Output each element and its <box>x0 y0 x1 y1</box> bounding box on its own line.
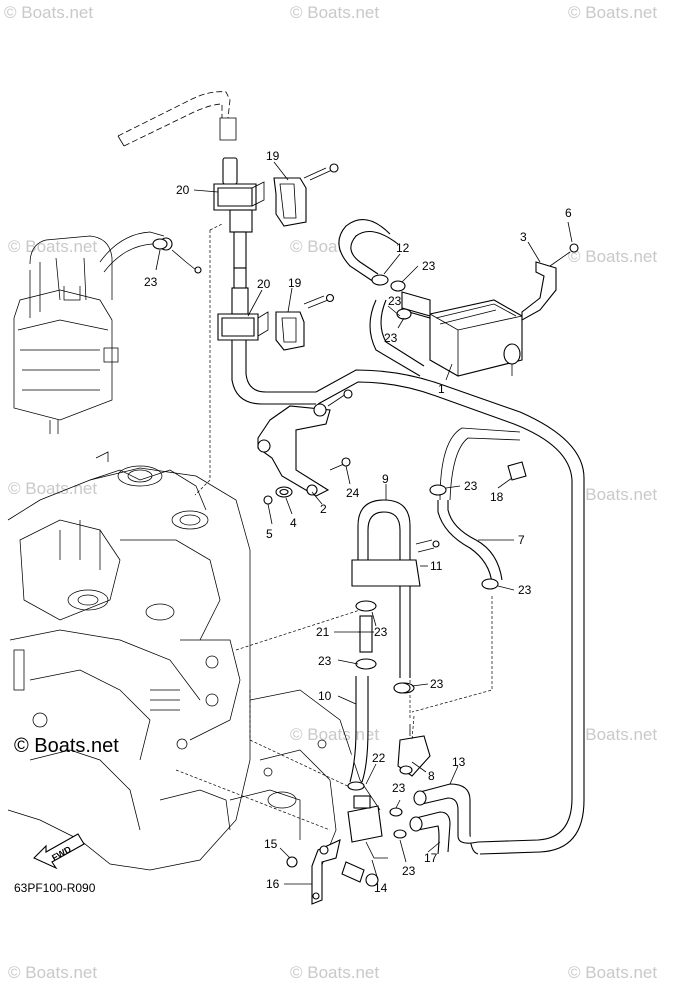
watermarks: © Boats.net © Boats.net © Boats.net © Bo… <box>4 3 657 982</box>
ghost-lines-lower <box>175 609 411 831</box>
vapor-separator <box>13 231 202 434</box>
callout-23: 23 <box>318 654 332 668</box>
watermark: © Boats.net <box>8 479 97 498</box>
watermark: © Boats.net <box>568 963 657 982</box>
callouts: 1 2 3 4 5 6 7 8 9 10 11 12 13 <box>144 149 573 895</box>
solenoid-14 <box>286 795 388 905</box>
callout-10: 10 <box>318 689 332 703</box>
callout-18: 18 <box>490 490 504 504</box>
callout-21: 21 <box>316 625 330 639</box>
vent-tube-top <box>117 91 237 147</box>
callout-5: 5 <box>266 527 273 541</box>
callout-2: 2 <box>320 502 327 516</box>
fuel-filter-lower <box>217 231 335 405</box>
callout-19-lower: 19 <box>288 276 302 290</box>
callout-1: 1 <box>438 382 445 396</box>
callout-23: 23 <box>384 331 398 345</box>
callout-13: 13 <box>452 755 466 769</box>
callout-17: 17 <box>424 851 438 865</box>
callout-23: 23 <box>392 781 406 795</box>
watermark: © Boats.net <box>568 247 657 266</box>
fuel-filter-upper <box>213 157 339 233</box>
callout-11: 11 <box>430 559 443 573</box>
hose-long <box>315 369 585 855</box>
callout-15: 15 <box>264 837 278 851</box>
ghost-lines <box>194 223 223 496</box>
callout-23: 23 <box>388 294 402 308</box>
watermark-large: © Boats.net <box>14 735 119 757</box>
hose-10 <box>347 676 369 791</box>
hose-return <box>369 299 425 377</box>
callout-4: 4 <box>290 516 297 530</box>
callout-23: 23 <box>402 864 416 878</box>
ghost-lines-right <box>411 596 493 741</box>
callout-23: 23 <box>464 479 478 493</box>
hose-12 <box>338 219 399 286</box>
callout-23: 23 <box>144 275 158 289</box>
clamps <box>152 238 527 694</box>
drawing-code: 63PF100-R090 <box>14 881 96 895</box>
engine-block <box>7 451 251 871</box>
callout-3: 3 <box>520 230 527 244</box>
watermark: © Boats.net <box>568 485 657 504</box>
watermark: © Boats.net <box>290 725 379 744</box>
watermark: © Boats.net <box>4 3 93 22</box>
watermark: © Boats.net <box>8 237 97 256</box>
callout-20-lower: 20 <box>257 277 271 291</box>
callout-23: 23 <box>430 677 444 691</box>
callout-20-upper: 20 <box>176 183 190 197</box>
callout-24: 24 <box>346 486 360 500</box>
manifold-outline <box>229 689 381 871</box>
callout-16: 16 <box>266 877 280 891</box>
callout-12: 12 <box>396 241 410 255</box>
watermark: © Boats.net <box>568 725 657 744</box>
callout-19-upper: 19 <box>266 149 280 163</box>
joint-21 <box>355 600 377 670</box>
callout-8: 8 <box>428 769 435 783</box>
watermark: © Boats.net <box>290 3 379 22</box>
callout-9: 9 <box>382 472 389 486</box>
callout-23: 23 <box>374 625 388 639</box>
callout-14: 14 <box>374 881 388 895</box>
callout-22: 22 <box>372 751 386 765</box>
callout-23: 23 <box>518 583 532 597</box>
watermark: © Boats.net <box>8 963 97 982</box>
callout-6: 6 <box>565 206 572 220</box>
fwd-arrow: FWD <box>33 833 85 870</box>
hose-7 <box>437 427 521 585</box>
hose-9 <box>351 499 440 678</box>
callout-7: 7 <box>518 533 525 547</box>
bracket-24 <box>257 389 353 505</box>
hose-13-17 <box>389 783 479 855</box>
watermark: © Boats.net <box>568 3 657 22</box>
watermark: © Boats.net <box>290 963 379 982</box>
callout-23: 23 <box>422 259 436 273</box>
